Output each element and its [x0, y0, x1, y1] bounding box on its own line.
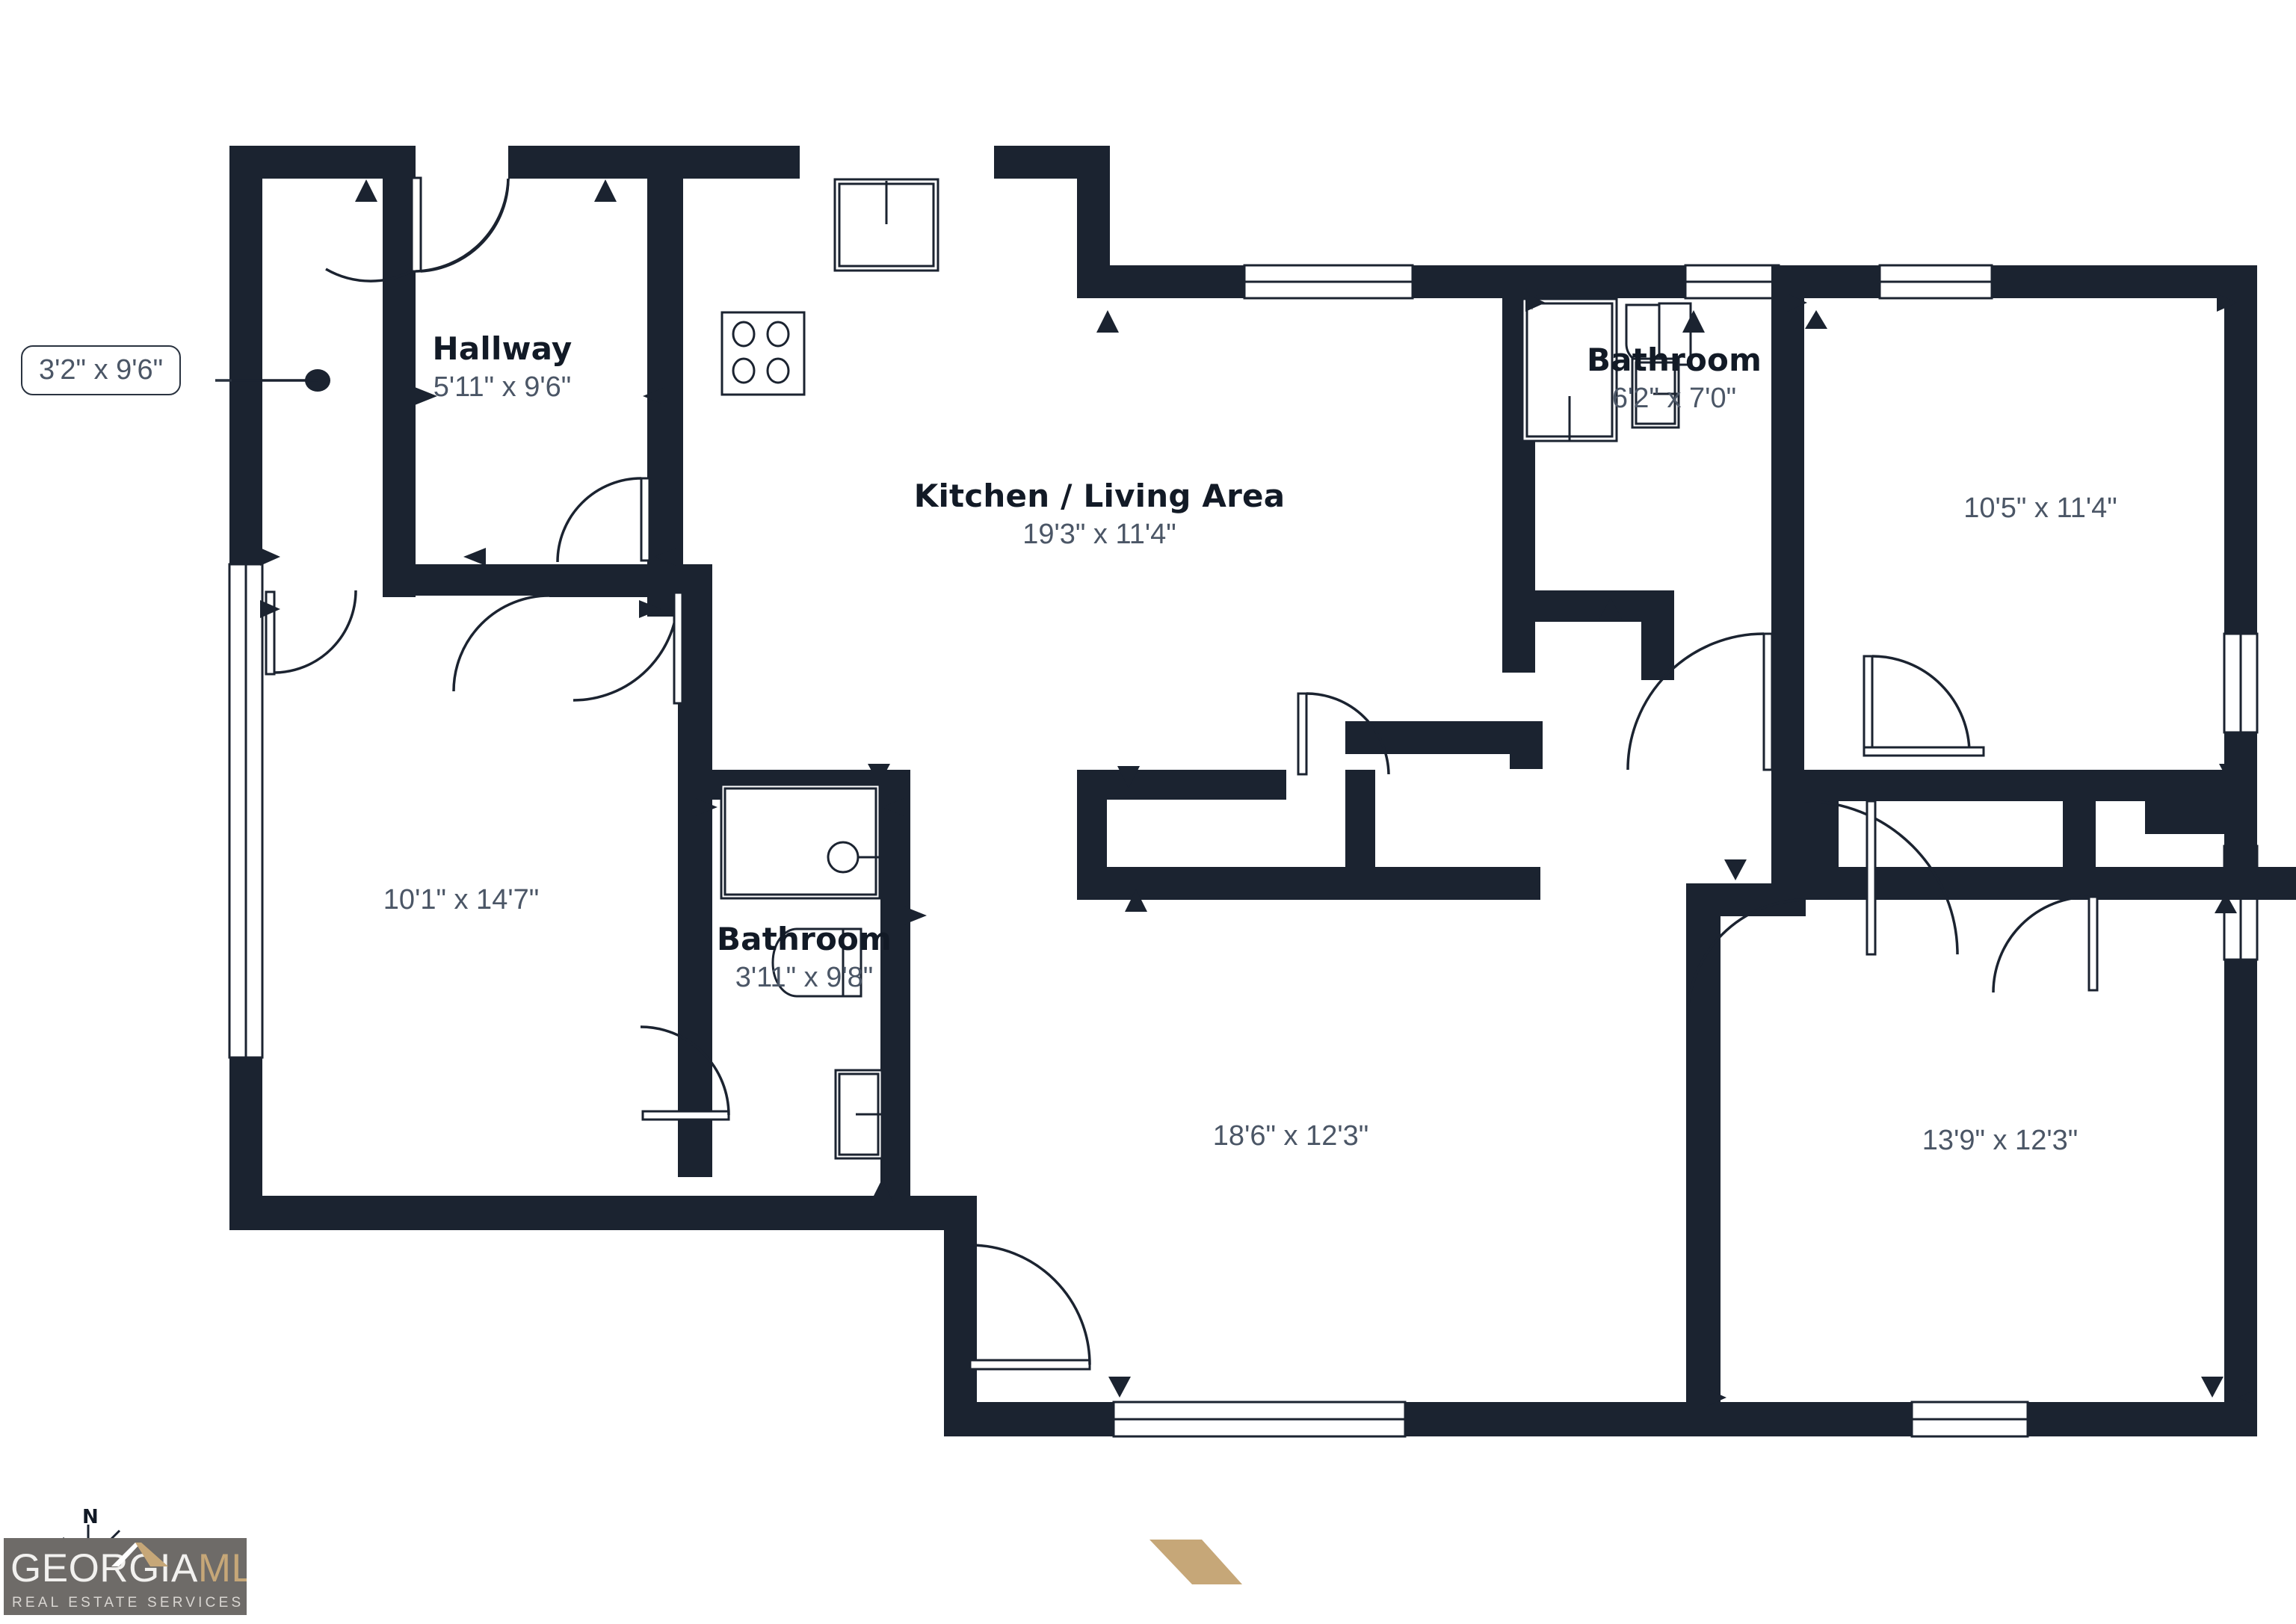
window-left-wall [228, 563, 264, 1059]
logo-roof-icon [1100, 1540, 1242, 1584]
toilet-icon-upper [1625, 302, 1692, 366]
vanity-icon-upper [1631, 357, 1680, 429]
shower-icon [720, 783, 881, 900]
stove-icon [720, 311, 806, 396]
compass-star [50, 1525, 126, 1600]
toilet-icon-lower [771, 927, 862, 998]
sink-icon [833, 178, 939, 272]
walls-group [229, 146, 2296, 1438]
doors-group [265, 176, 2099, 1371]
dimension-arrows [260, 179, 2257, 1407]
vanity-icon-lower [834, 1069, 883, 1160]
fixtures-group [215, 178, 1692, 1160]
